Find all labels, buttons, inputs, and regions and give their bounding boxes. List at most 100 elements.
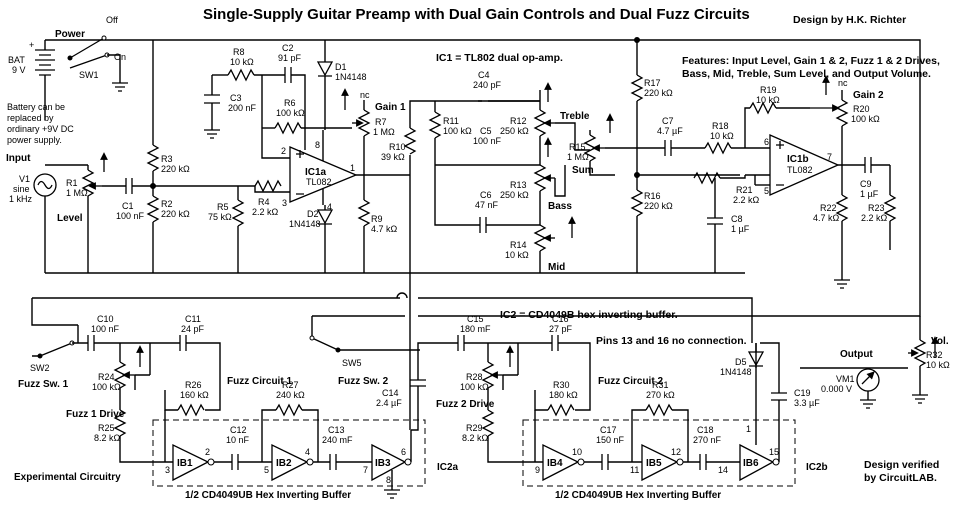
ib3-label: IB3: [375, 458, 391, 469]
r10-value: 39 kΩ: [381, 152, 405, 162]
d2-label: D2: [307, 209, 319, 219]
r20-label: R20: [853, 104, 870, 114]
c16-label: C16: [552, 314, 569, 324]
r24-label: R24: [98, 372, 115, 382]
r6-value: 100 kΩ: [276, 108, 305, 118]
c7-label: C7: [662, 116, 674, 126]
r9-label: R9: [371, 214, 383, 224]
pot-r32-volume[interactable]: [908, 316, 939, 404]
c14-label: C14: [382, 388, 399, 398]
c10-c11: [87, 335, 221, 390]
resistor-r31: [631, 403, 689, 462]
ic1a-pin4: 4: [327, 202, 332, 212]
ic2b-buffers: [522, 342, 796, 487]
r5-value: 75 kΩ: [208, 212, 232, 222]
r14-value: 10 kΩ: [505, 250, 529, 260]
cap-c14: [410, 350, 426, 431]
verified-line-2: by CircuitLAB.: [864, 472, 937, 484]
ic1b-label: IC1b: [787, 154, 809, 165]
c9-label: C9: [860, 179, 872, 189]
ic1b-pin6: 6: [764, 137, 769, 147]
r12-value: 250 kΩ: [500, 126, 529, 136]
r17-label: R17: [644, 78, 661, 88]
fuzz-switch-sw5[interactable]: [309, 335, 420, 353]
c18-label: C18: [697, 425, 714, 435]
c7-value: 4.7 µF: [657, 126, 683, 136]
ic2b-label: IC2b: [806, 462, 828, 473]
resistor-r9: [357, 175, 371, 273]
pot-r28-fuzz2[interactable]: [481, 343, 518, 410]
fuzz-switch-sw2[interactable]: [32, 325, 88, 359]
r7-value: 1 MΩ: [373, 127, 395, 137]
r5-label: R5: [217, 202, 229, 212]
pot-r24-fuzz1[interactable]: [113, 343, 150, 410]
ic1-note: IC1 = TL802 dual op-amp.: [436, 52, 563, 64]
pot-r1[interactable]: [81, 152, 108, 273]
r4-label: R4: [258, 197, 270, 207]
r15-value: 1 MΩ: [567, 152, 589, 162]
source-v1: [33, 164, 88, 273]
r13-label: R13: [510, 180, 527, 190]
bias-r17-r16: [630, 37, 740, 273]
ib-pin15: 15: [769, 447, 779, 457]
r31-value: 270 kΩ: [646, 390, 675, 400]
r9-value: 4.7 kΩ: [371, 224, 398, 234]
c18-value: 270 nF: [693, 435, 722, 445]
r13-value: 250 kΩ: [500, 190, 529, 200]
ib6-label: IB6: [743, 458, 759, 469]
c9-value: 1 µF: [860, 189, 879, 199]
r3-label: R3: [161, 154, 173, 164]
c11-label: C11: [185, 314, 201, 324]
ib-pin9: 9: [535, 465, 540, 475]
c15-c16: [417, 335, 591, 390]
r21-value: 2.2 kΩ: [733, 195, 760, 205]
c14-value: 2.4 µF: [376, 398, 402, 408]
r25-label: R25: [98, 423, 115, 433]
r16-value: 220 kΩ: [644, 201, 673, 211]
r11-label: R11: [443, 116, 459, 126]
ic1a-type: TL082: [306, 177, 332, 187]
diode-d1: [316, 40, 334, 130]
ib-pin5: 5: [264, 465, 269, 475]
resistor-r26: [164, 390, 221, 462]
verified-line-1: Design verified: [864, 459, 939, 471]
r3-value: 220 kΩ: [161, 164, 190, 174]
c11-value: 24 pF: [181, 324, 205, 334]
r2-value: 220 kΩ: [161, 209, 190, 219]
vm1-value: 0.000 V: [821, 384, 852, 394]
sw2-label: SW2: [30, 363, 50, 373]
divider-r3-r2: [146, 40, 160, 273]
c19-label: C19: [794, 388, 811, 398]
r18-label: R18: [712, 121, 729, 131]
c12-label: C12: [230, 425, 247, 435]
resistor-r27: [261, 403, 319, 462]
c17-value: 150 nF: [596, 435, 625, 445]
ic1b-type: TL082: [787, 165, 813, 175]
pot-r7-gain1[interactable]: [330, 88, 371, 175]
op-amp-ic1a: [254, 130, 410, 205]
pot-r20-gain2[interactable]: [810, 75, 849, 165]
v1-freq: 1 kHz: [9, 194, 33, 204]
gain1-label: Gain 1: [375, 102, 406, 113]
ic1a-pin2: 2: [281, 146, 286, 156]
r14-label: R14: [510, 240, 527, 250]
ib-pin10: 10: [572, 447, 582, 457]
pot-r15-sum[interactable]: [583, 113, 665, 176]
r1-value: 1 MΩ: [66, 188, 88, 198]
r7-label: R7: [375, 117, 387, 127]
fuzz1-drive-label: Fuzz 1 Drive: [66, 409, 125, 420]
power-label: Power: [55, 29, 85, 40]
d2-value: 1N4148: [289, 219, 321, 229]
r27-value: 240 kΩ: [276, 390, 305, 400]
ic1a-label: IC1a: [305, 167, 327, 178]
c8-value: 1 µF: [731, 224, 750, 234]
r1-label: R1: [66, 178, 78, 188]
vol-label: Vol.: [931, 336, 949, 347]
v1-label: V1: [19, 174, 30, 184]
treble-label: Treble: [560, 111, 590, 122]
battery-note-2: replaced by: [7, 113, 54, 123]
r30-label: R30: [553, 380, 570, 390]
r22-c9-r23: [834, 165, 897, 289]
power-switch-sw1[interactable]: [67, 35, 128, 92]
